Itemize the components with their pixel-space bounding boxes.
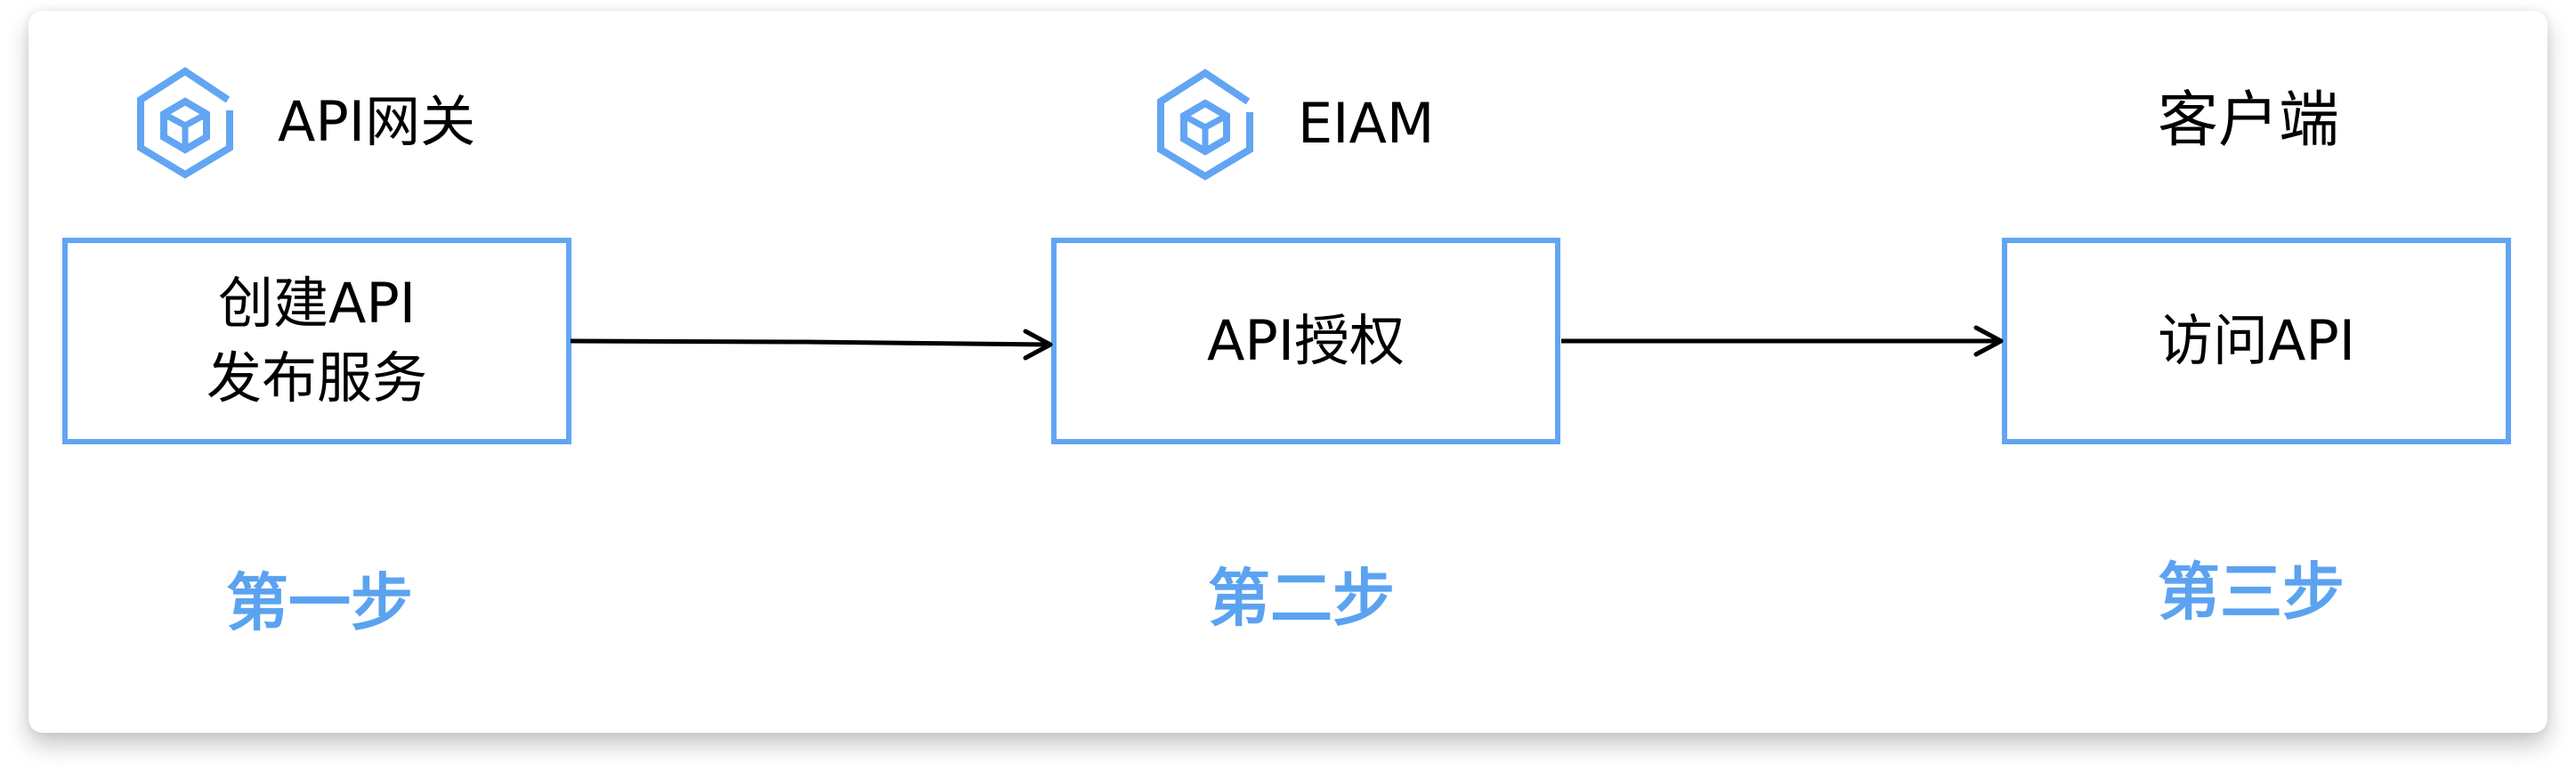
step-label-1: 第一步 [226, 566, 413, 639]
box-text-line: 访问API [2157, 308, 2356, 373]
step-label-2: 第二步 [1208, 562, 1395, 635]
step-box-create-publish-api: 创建API 发布服务 [62, 238, 571, 444]
column-header-eiam: EIAM [1298, 91, 1435, 156]
box-text-line: API授权 [1206, 308, 1405, 373]
column-header-api-gateway: API网关 [278, 89, 476, 154]
column-header-client: 客户端 [2158, 85, 2340, 156]
hexagon-cube-icon [1155, 68, 1255, 182]
step-box-access-api: 访问API [2002, 238, 2511, 444]
hexagon-cube-icon [135, 66, 235, 180]
box-text-line: 创建API [217, 271, 417, 336]
box-text-line: 发布服务 [206, 345, 427, 410]
step-label-3: 第三步 [2158, 556, 2345, 629]
step-box-api-authorization: API授权 [1051, 238, 1560, 444]
